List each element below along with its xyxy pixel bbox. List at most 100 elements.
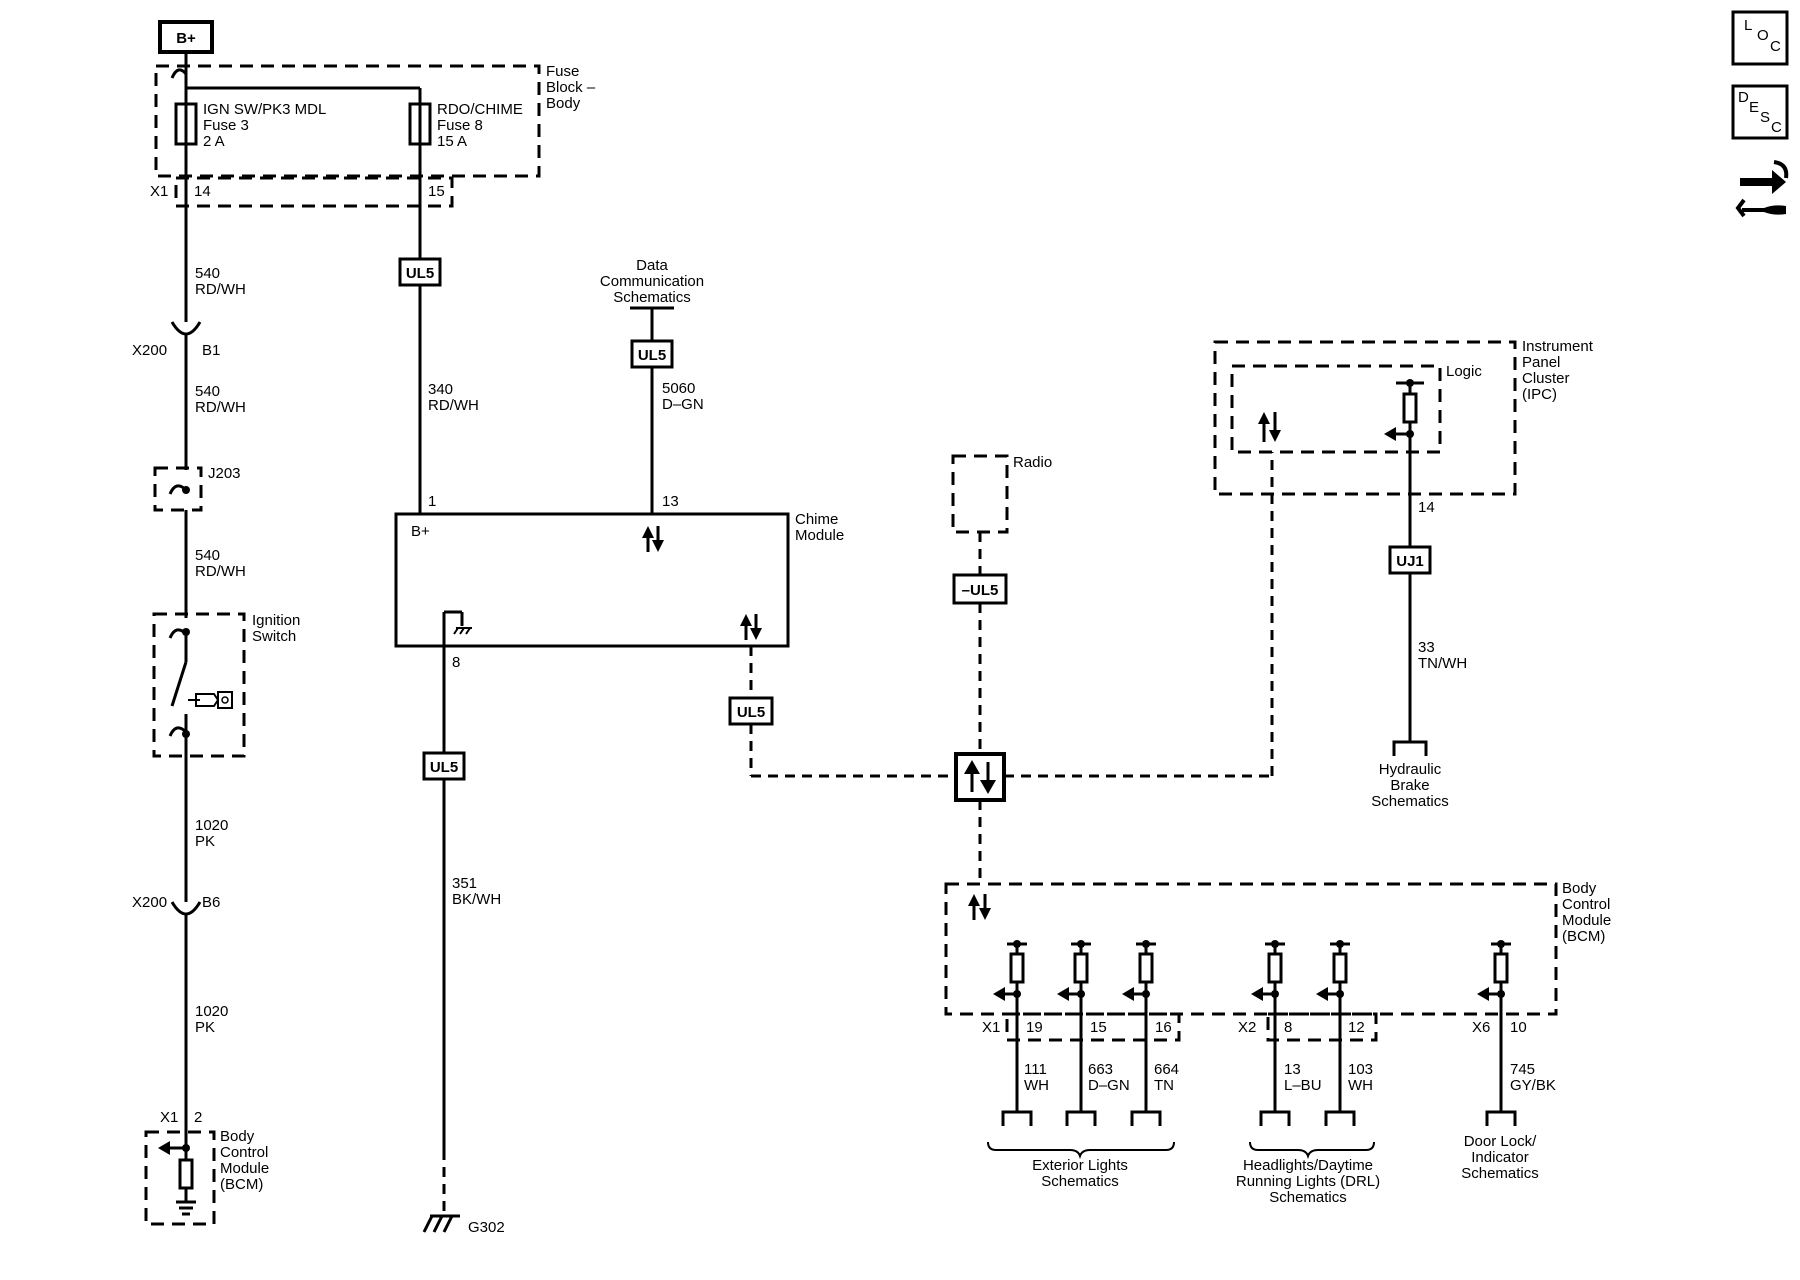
bcm-left <box>144 1130 216 1226</box>
ul5-tag-4: UL5 <box>728 696 774 726</box>
bcm-x6-connector-label: X6 <box>1472 1019 1490 1036</box>
g302-label: G302 <box>468 1219 505 1236</box>
bcm-x2-pin-8: 8 <box>1284 1019 1292 1036</box>
x200-b6-label: X200 <box>132 894 167 911</box>
fuse-block-label-1: Fuse <box>546 63 579 80</box>
bcm-x1-connector-label: X1 <box>982 1019 1000 1036</box>
radio <box>951 454 1009 534</box>
bcm-x1-label: X1 <box>160 1109 178 1126</box>
chime-module-label-2: Module <box>795 527 844 544</box>
chime-circuit: UL5 340 RD/WH Data Communication Schemat… <box>394 176 844 1236</box>
wire-540-number-1: 540 <box>195 265 220 282</box>
wire-663-number: 663 <box>1088 1061 1113 1078</box>
wire-5060-number: 5060 <box>662 380 695 397</box>
resistor-icon <box>178 1158 194 1190</box>
battery-label: B+ <box>176 30 196 47</box>
bcm-output-driver <box>1477 940 1517 1126</box>
bcm-output-driver <box>993 940 1033 1126</box>
ipc-logic-label: Logic <box>1446 363 1482 380</box>
wire-540-number-3: 540 <box>195 547 220 564</box>
wire-540-color-2: RD/WH <box>195 399 246 416</box>
ul5-tag-1: UL5 <box>398 257 442 287</box>
ipc-label-4: (IPC) <box>1522 386 1557 403</box>
wire-33-number: 33 <box>1418 639 1435 656</box>
wire-1020-color-2: PK <box>195 1019 215 1036</box>
wire-103-number: 103 <box>1348 1061 1373 1078</box>
input-arrow-icon <box>1477 987 1489 1001</box>
bcm-output-driver <box>1251 940 1291 1126</box>
bcm-left-label-3: Module <box>220 1160 269 1177</box>
ipc-label-3: Cluster <box>1522 370 1570 387</box>
bcm-left-label-1: Body <box>220 1128 255 1145</box>
door-lock-label-3: Schematics <box>1461 1165 1539 1182</box>
fuse-3-rating: 2 A <box>203 133 225 150</box>
reference-connector-icon <box>1259 1110 1291 1126</box>
wire-351-color: BK/WH <box>452 891 501 908</box>
input-arrow-icon <box>993 987 1005 1001</box>
ignition-switch-label-2: Switch <box>252 628 296 645</box>
wire-1020-color-1: PK <box>195 833 215 850</box>
serial-data-network: UL5 Radio –UL5 <box>728 452 1274 884</box>
reference-connector-icon <box>1485 1110 1517 1126</box>
reference-connector-icon <box>1324 1110 1356 1126</box>
wire-540-color-1: RD/WH <box>195 281 246 298</box>
input-arrow-icon <box>1122 987 1134 1001</box>
chassis-ground-icon <box>453 627 472 635</box>
fuse-3-number: Fuse 3 <box>203 117 249 134</box>
fuse-3-circuit: IGN SW/PK3 MDL <box>203 101 326 118</box>
location-view-button[interactable]: L O C <box>1731 10 1789 66</box>
loc-letter-o: O <box>1757 27 1769 44</box>
wire-745-number: 745 <box>1510 1061 1535 1078</box>
chime-module <box>394 512 790 648</box>
x200-b6-pin: B6 <box>202 894 220 911</box>
bcm-right-label-2: Control <box>1562 896 1610 913</box>
ul5-tag-3: UL5 <box>422 751 466 781</box>
x1-fuse-connector: X1 14 15 <box>150 176 454 208</box>
bcm-x2-connector-label: X2 <box>1238 1019 1256 1036</box>
hydraulic-brake-reference-icon <box>1392 740 1428 756</box>
bcm-x2-pin-12: 12 <box>1348 1019 1365 1036</box>
reference-connector-icon <box>1065 1110 1097 1126</box>
svg-text:–UL5: –UL5 <box>962 582 999 599</box>
desc-letter-e: E <box>1749 99 1759 116</box>
wire-664-number: 664 <box>1154 1061 1179 1078</box>
hydraulic-brake-label-1: Hydraulic <box>1379 761 1442 778</box>
repair-procedure-icon[interactable] <box>1735 160 1789 218</box>
wire-663-color: D–GN <box>1088 1077 1130 1094</box>
ignition-circuit: 540 RD/WH X200 B1 540 RD/WH J203 540 RD/… <box>132 176 300 1226</box>
bcm-right-label-4: (BCM) <box>1562 928 1605 945</box>
svg-text:UL5: UL5 <box>430 759 458 776</box>
hydraulic-brake-label-2: Brake <box>1390 777 1429 794</box>
uj1-tag: UJ1 <box>1388 545 1432 575</box>
exterior-lights-label-2: Schematics <box>1041 1173 1119 1190</box>
ul5-radio-tag: –UL5 <box>952 573 1008 605</box>
input-arrow-icon <box>1251 987 1263 1001</box>
input-arrow-icon <box>158 1141 170 1155</box>
bcm-output-driver <box>1057 940 1097 1126</box>
bcm-left-label-4: (BCM) <box>220 1176 263 1193</box>
description-view-button[interactable]: D E S C <box>1731 84 1789 140</box>
ul5-tag-2: UL5 <box>630 339 674 369</box>
wire-103-color: WH <box>1348 1077 1373 1094</box>
chime-pin-8: 8 <box>452 654 460 671</box>
data-comm-label-3: Schematics <box>613 289 691 306</box>
wire-111-color: WH <box>1024 1077 1049 1094</box>
wire-664-color: TN <box>1154 1077 1174 1094</box>
wire-340-color: RD/WH <box>428 397 479 414</box>
battery-b-plus: B+ <box>158 20 214 54</box>
data-arrows-icon <box>642 526 664 552</box>
data-splice-icon <box>954 752 1006 802</box>
resistor-icon <box>1138 952 1154 984</box>
headlights-label-2: Running Lights (DRL) <box>1236 1173 1380 1190</box>
resistor-icon <box>1402 392 1418 424</box>
svg-text:UL5: UL5 <box>638 347 666 364</box>
desc-letter-c: C <box>1771 119 1782 136</box>
chime-module-label-1: Chime <box>795 511 838 528</box>
loc-letter-l: L <box>1744 17 1752 34</box>
ipc-label-2: Panel <box>1522 354 1560 371</box>
svg-text:UJ1: UJ1 <box>1396 553 1424 570</box>
wire-745-color: GY/BK <box>1510 1077 1556 1094</box>
wire-33-color: TN/WH <box>1418 655 1467 672</box>
x200-b1-label: X200 <box>132 342 167 359</box>
x1-label: X1 <box>150 183 168 200</box>
